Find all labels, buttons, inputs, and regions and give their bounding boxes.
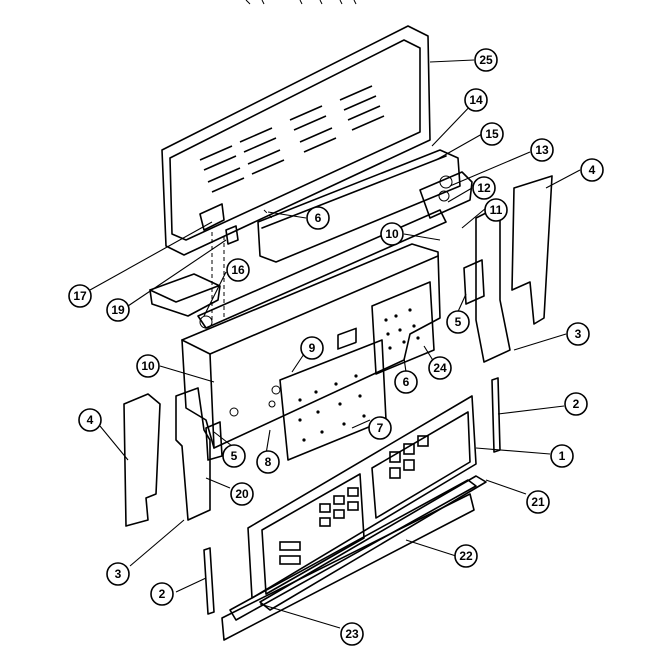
callout-label: 2 (159, 587, 166, 601)
callout-label: 12 (477, 181, 491, 195)
callout-2-left: 2 (150, 582, 174, 606)
callout-label: 6 (315, 211, 322, 225)
long-rail (197, 209, 447, 329)
callout-label: 13 (535, 143, 549, 157)
callout-label: 3 (575, 327, 582, 341)
callout-label: 19 (111, 303, 125, 317)
callout-label: 5 (455, 315, 462, 329)
callout-label: 11 (490, 203, 503, 217)
callout-22: 22 (454, 544, 478, 568)
callout-9: 9 (300, 336, 324, 360)
callout-label: 25 (479, 53, 493, 67)
small-channel (149, 273, 221, 317)
callout-10-top: 10 (380, 222, 404, 246)
left-brackets (123, 387, 223, 527)
callout-19: 19 (106, 298, 130, 322)
header-remnant (245, 0, 357, 5)
callout-label: 22 (459, 549, 473, 563)
callout-8: 8 (256, 450, 280, 474)
callout-label: 4 (589, 163, 596, 177)
callout-15: 15 (480, 122, 504, 146)
right-brackets (463, 175, 553, 363)
callout-20: 20 (230, 482, 254, 506)
callout-17: 17 (68, 284, 92, 308)
callout-label: 14 (469, 93, 483, 107)
callout-label: 10 (385, 227, 399, 241)
callout-13: 13 (530, 138, 554, 162)
callout-label: 21 (531, 495, 545, 509)
callout-1: 1 (550, 444, 574, 468)
callout-6-mid: 6 (394, 370, 418, 394)
control-housing (181, 243, 441, 449)
callout-4-right: 4 (580, 158, 604, 182)
callout-21: 21 (526, 490, 550, 514)
callout-14: 14 (464, 88, 488, 112)
callout-label: 3 (115, 567, 122, 581)
callout-label: 1 (559, 449, 566, 463)
callout-label: 15 (485, 127, 499, 141)
callout-5-right: 5 (446, 310, 470, 334)
trim-strips (221, 475, 487, 641)
callout-label: 8 (265, 455, 272, 469)
callout-4-left: 4 (78, 408, 102, 432)
guide-lines (211, 209, 273, 320)
callout-3-right: 3 (566, 322, 590, 346)
callout-5-left: 5 (222, 444, 246, 468)
callout-12: 12 (472, 176, 496, 200)
callout-label: 9 (309, 341, 316, 355)
callout-label: 16 (231, 263, 245, 277)
callout-label: 5 (231, 449, 238, 463)
callout-3-left: 3 (106, 562, 130, 586)
callout-label: 17 (73, 289, 87, 303)
callout-2-right: 2 (564, 392, 588, 416)
callout-label: 24 (433, 361, 447, 375)
callout-label: 20 (235, 487, 249, 501)
circuit-board-small (371, 281, 435, 375)
callouts: 25 14 15 13 4 12 11 10 6 17 19 16 9 10 6… (68, 48, 604, 646)
callout-label: 6 (403, 375, 410, 389)
callout-25: 25 (474, 48, 498, 72)
callout-label: 4 (87, 413, 94, 427)
callout-11: 11 (484, 198, 508, 222)
callout-24: 24 (428, 356, 452, 380)
callout-6-top: 6 (306, 206, 330, 230)
circuit-board-main (279, 339, 387, 461)
callout-label: 2 (573, 397, 580, 411)
callout-23: 23 (340, 622, 364, 646)
leader-lines (89, 59, 581, 629)
callout-label: 10 (141, 359, 155, 373)
callout-label: 7 (377, 421, 384, 435)
callout-7: 7 (368, 416, 392, 440)
front-control-panel (247, 395, 477, 599)
rear-vent-panel (161, 25, 431, 256)
callout-10-left: 10 (136, 354, 160, 378)
callout-16: 16 (226, 258, 250, 282)
callout-label: 23 (345, 627, 359, 641)
